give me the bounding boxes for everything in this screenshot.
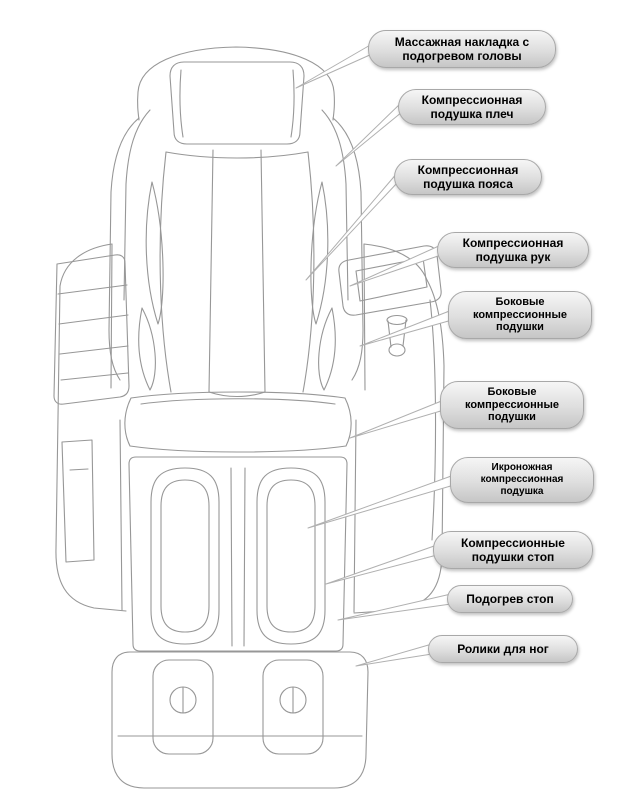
leader-side-lower [349, 399, 445, 439]
callout-foot-heating-label: Подогрев стоп [466, 591, 554, 606]
callout-foot-compression-cushions: Компрессионные подушки стоп [433, 531, 593, 569]
callout-calf-compression-cushion: Икроножная компрессионная подушка [450, 457, 594, 503]
callout-foot-rollers-label: Ролики для ног [457, 641, 549, 656]
leader-side-upper [359, 309, 453, 347]
callout-arm-compression-cushion: Компрессионная подушка рук [437, 232, 589, 269]
callout-foot-heating: Подогрев стоп [447, 585, 573, 613]
leader-foot-rollers [355, 643, 433, 667]
callout-calf-compression-cushion-label: Икроножная компрессионная подушка [480, 462, 564, 497]
callout-arm-compression-cushion-label: Компрессионная подушка рук [462, 236, 564, 265]
leader-waist [305, 171, 399, 281]
callout-shoulder-compression-cushion: Компрессионная подушка плеч [398, 89, 546, 126]
callout-side-compression-cushions-upper-label: Боковые компрессионные подушки [473, 295, 567, 334]
leader-lines [295, 43, 455, 667]
callout-head-massage-pad: Массажная накладка с подогревом головы [368, 30, 556, 68]
callout-side-compression-cushions-upper: Боковые компрессионные подушки [448, 291, 592, 339]
callout-foot-compression-cushions-label: Компрессионные подушки стоп [461, 535, 565, 564]
leader-foot-cushions [325, 544, 438, 585]
chair-line-art [53, 46, 445, 789]
callout-shoulder-compression-cushion-label: Компрессионная подушка плеч [421, 93, 523, 122]
callout-head-massage-pad-label: Массажная накладка с подогревом головы [394, 34, 530, 63]
callout-waist-compression-cushion: Компрессионная подушка пояса [394, 159, 542, 196]
leader-foot-heating [337, 593, 452, 621]
callout-side-compression-cushions-lower-label: Боковые компрессионные подушки [465, 385, 559, 424]
callout-side-compression-cushions-lower: Боковые компрессионные подушки [440, 381, 584, 429]
leader-calf [307, 474, 455, 529]
leader-head-pad [295, 43, 373, 89]
callout-waist-compression-cushion-label: Компрессионная подушка пояса [417, 163, 519, 192]
callout-foot-rollers: Ролики для ног [428, 635, 578, 663]
